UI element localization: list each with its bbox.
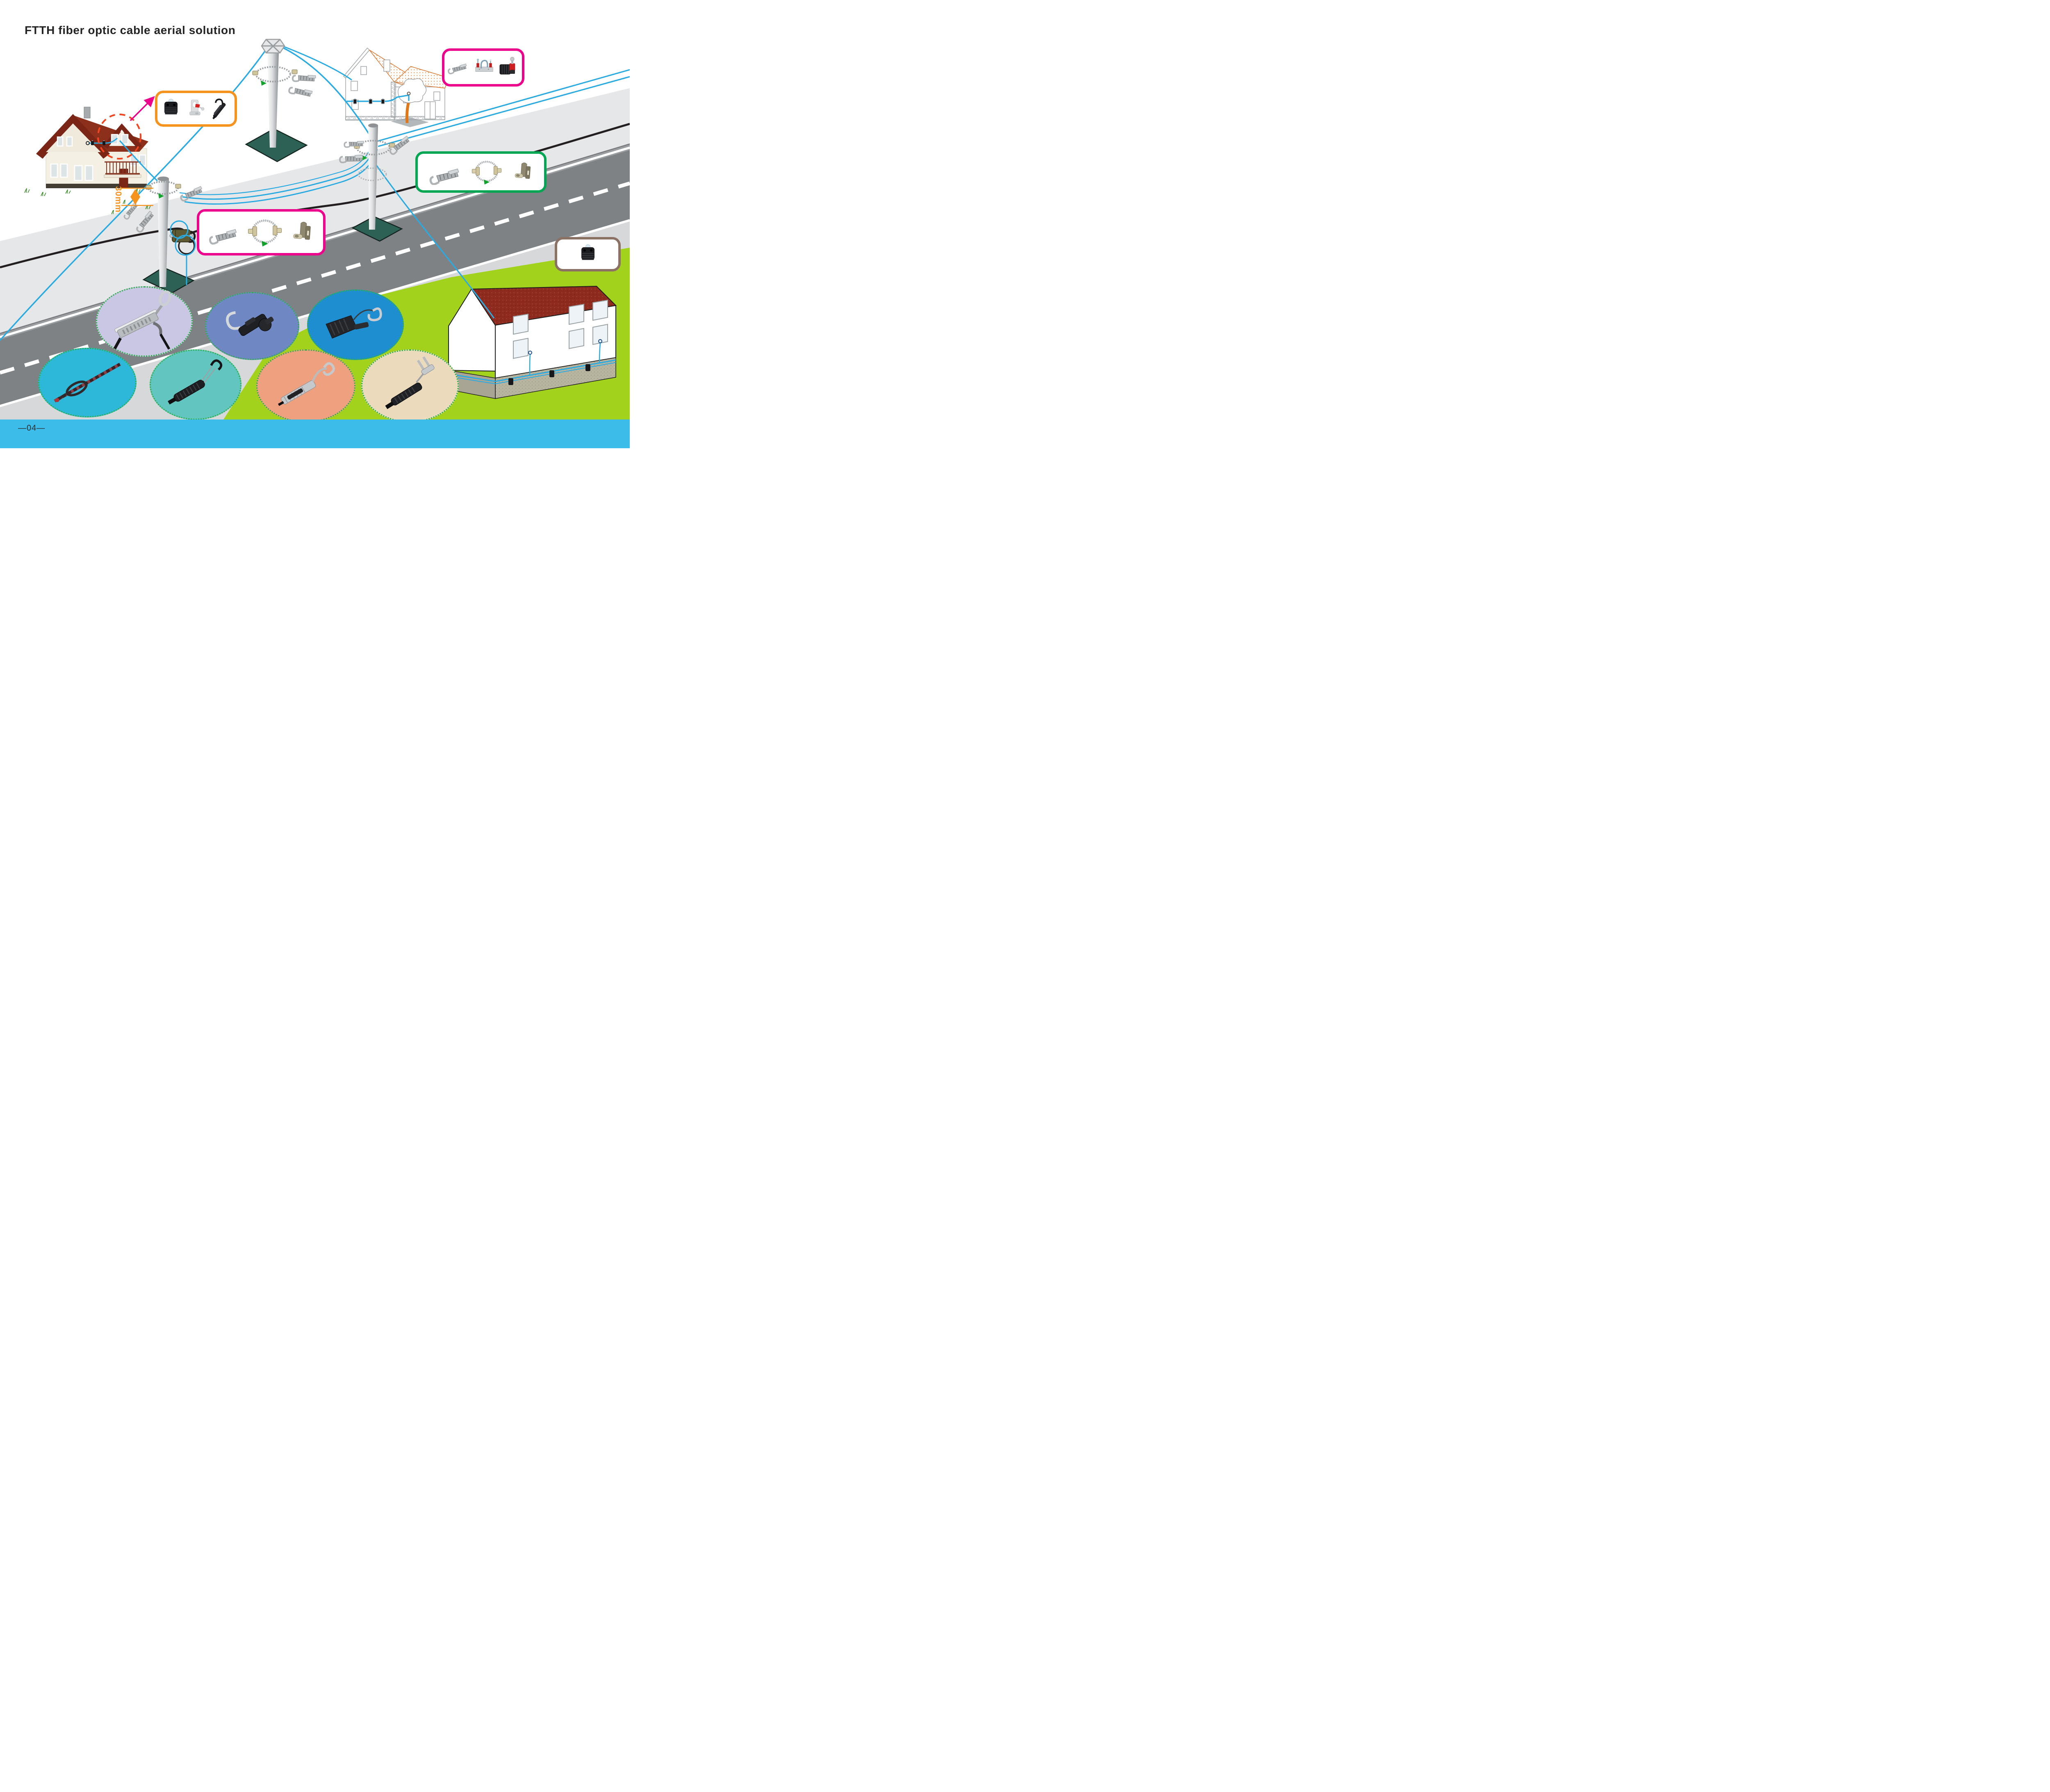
foundation-fiber-run — [400, 339, 616, 393]
metal-wedge-clamp-hook-icon — [278, 362, 335, 406]
inset-anchor-bracket-clamp — [361, 349, 459, 422]
span-tension-clamp-icon — [209, 229, 237, 245]
wedge-tension-clamp-icon — [168, 359, 223, 405]
windows — [513, 299, 608, 359]
fiber-span-rightPole-rightEdge-1 — [376, 69, 630, 142]
callout-arrow — [130, 96, 155, 121]
pole-bracket-icon — [515, 162, 531, 179]
callout-pole-suspension-kit-green — [415, 151, 547, 193]
drop-wire-clamp-s-hook-icon — [226, 311, 274, 336]
footer-bar: —04— — [0, 420, 630, 448]
span-tension-clamp-icon — [447, 64, 467, 75]
measurement-label: 30mm — [114, 186, 123, 213]
callout-building-attachment-kit — [442, 48, 524, 87]
pole-right — [338, 123, 413, 242]
l-bracket-expansion-plug-icon — [189, 100, 205, 115]
pole-strap-ring-icon — [248, 219, 282, 246]
inset-preformed-dead-end-grip — [38, 348, 137, 417]
pole-strap-ring-icon — [472, 160, 502, 185]
windows — [50, 134, 146, 181]
pole-top — [245, 39, 317, 162]
fiber-drop-rightHouse — [375, 164, 495, 319]
double-arrow — [130, 189, 140, 205]
inset-wedge-clamp-with-hook — [307, 290, 404, 360]
anchor-bracket-clamp-icon — [385, 356, 435, 409]
anchoring-clamp-with-carabiner-icon — [113, 291, 171, 350]
fiber-span-topPole-leftEdge — [0, 43, 271, 341]
fiber-span-rightPole-rightEdge-2 — [378, 76, 630, 147]
wall-plate-u-hook-icon — [475, 58, 493, 72]
house-right — [400, 285, 617, 399]
span-tension-clamp-icon — [429, 168, 459, 185]
fiber-wall-clamp-block-icon — [581, 244, 594, 260]
balcony — [104, 161, 141, 178]
fiber-span-topPole-sketchHouse — [275, 43, 352, 81]
expansion-anchor-clamp-icon — [499, 57, 515, 74]
wall-fiber-run — [346, 91, 411, 105]
page-title: FTTH fiber optic cable aerial solution — [25, 24, 236, 36]
wall-fiber-run — [86, 137, 118, 146]
callout-pole-suspension-kit-pink — [197, 209, 326, 255]
callout-wall-mount-kit — [155, 91, 237, 127]
inset-anchoring-clamp-with-carabiner — [96, 286, 193, 357]
callout-wall-clamp-detail — [555, 237, 621, 271]
page-number: —04— — [18, 424, 46, 433]
fiber-span-topPole-rightPole — [275, 43, 371, 136]
measurement-30mm — [121, 187, 153, 206]
inset-drop-wire-clamp-s-hook — [205, 292, 299, 360]
pole-left — [120, 176, 204, 294]
wedge-clamp-with-hook-icon — [326, 307, 382, 339]
inset-metal-wedge-clamp-hook — [256, 349, 355, 422]
catalog-page: FTTH fiber optic cable aerial solution 3… — [0, 0, 630, 448]
house-left — [24, 107, 151, 214]
grass-tufts — [24, 188, 151, 214]
fiber-wall-clamp-block-icon — [164, 99, 178, 114]
inset-wedge-tension-clamp — [150, 349, 241, 420]
drop-cable-tension-clamp-icon — [212, 98, 226, 119]
dashed-highlight-circle — [97, 114, 141, 160]
house-sketch — [343, 47, 449, 127]
pole-bracket-icon — [293, 221, 311, 240]
preformed-dead-end-grip-icon — [54, 363, 121, 403]
